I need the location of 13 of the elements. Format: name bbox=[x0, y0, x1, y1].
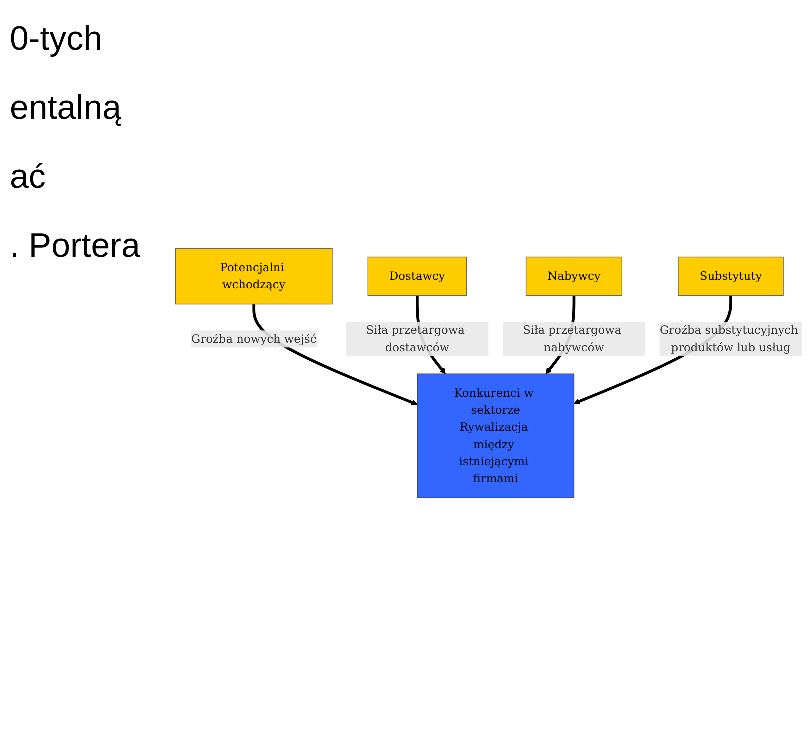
node-box: Substytuty bbox=[678, 256, 784, 296]
edge-label: Siła przetargowa dostawców bbox=[366, 324, 465, 354]
edge-label: Siła przetargowa nabywców bbox=[523, 324, 622, 354]
slide-text: 0-tych bbox=[10, 20, 104, 59]
slide-text: . Portera bbox=[10, 227, 142, 266]
node-box: Potencjalni wchodzący bbox=[175, 248, 333, 305]
node-box: Konkurenci w sektorze Rywalizacja między istniejącymi firmami bbox=[417, 374, 575, 499]
slide-text: ać bbox=[10, 158, 47, 197]
edge-label: Groźba nowych wejść bbox=[192, 332, 317, 346]
node-box: Dostawcy bbox=[368, 256, 468, 296]
node-box: Nabywcy bbox=[526, 256, 623, 296]
slide-text: entalną bbox=[10, 89, 123, 128]
edge-label: Groźba substytucyjnych produktów lub usług bbox=[660, 324, 798, 354]
